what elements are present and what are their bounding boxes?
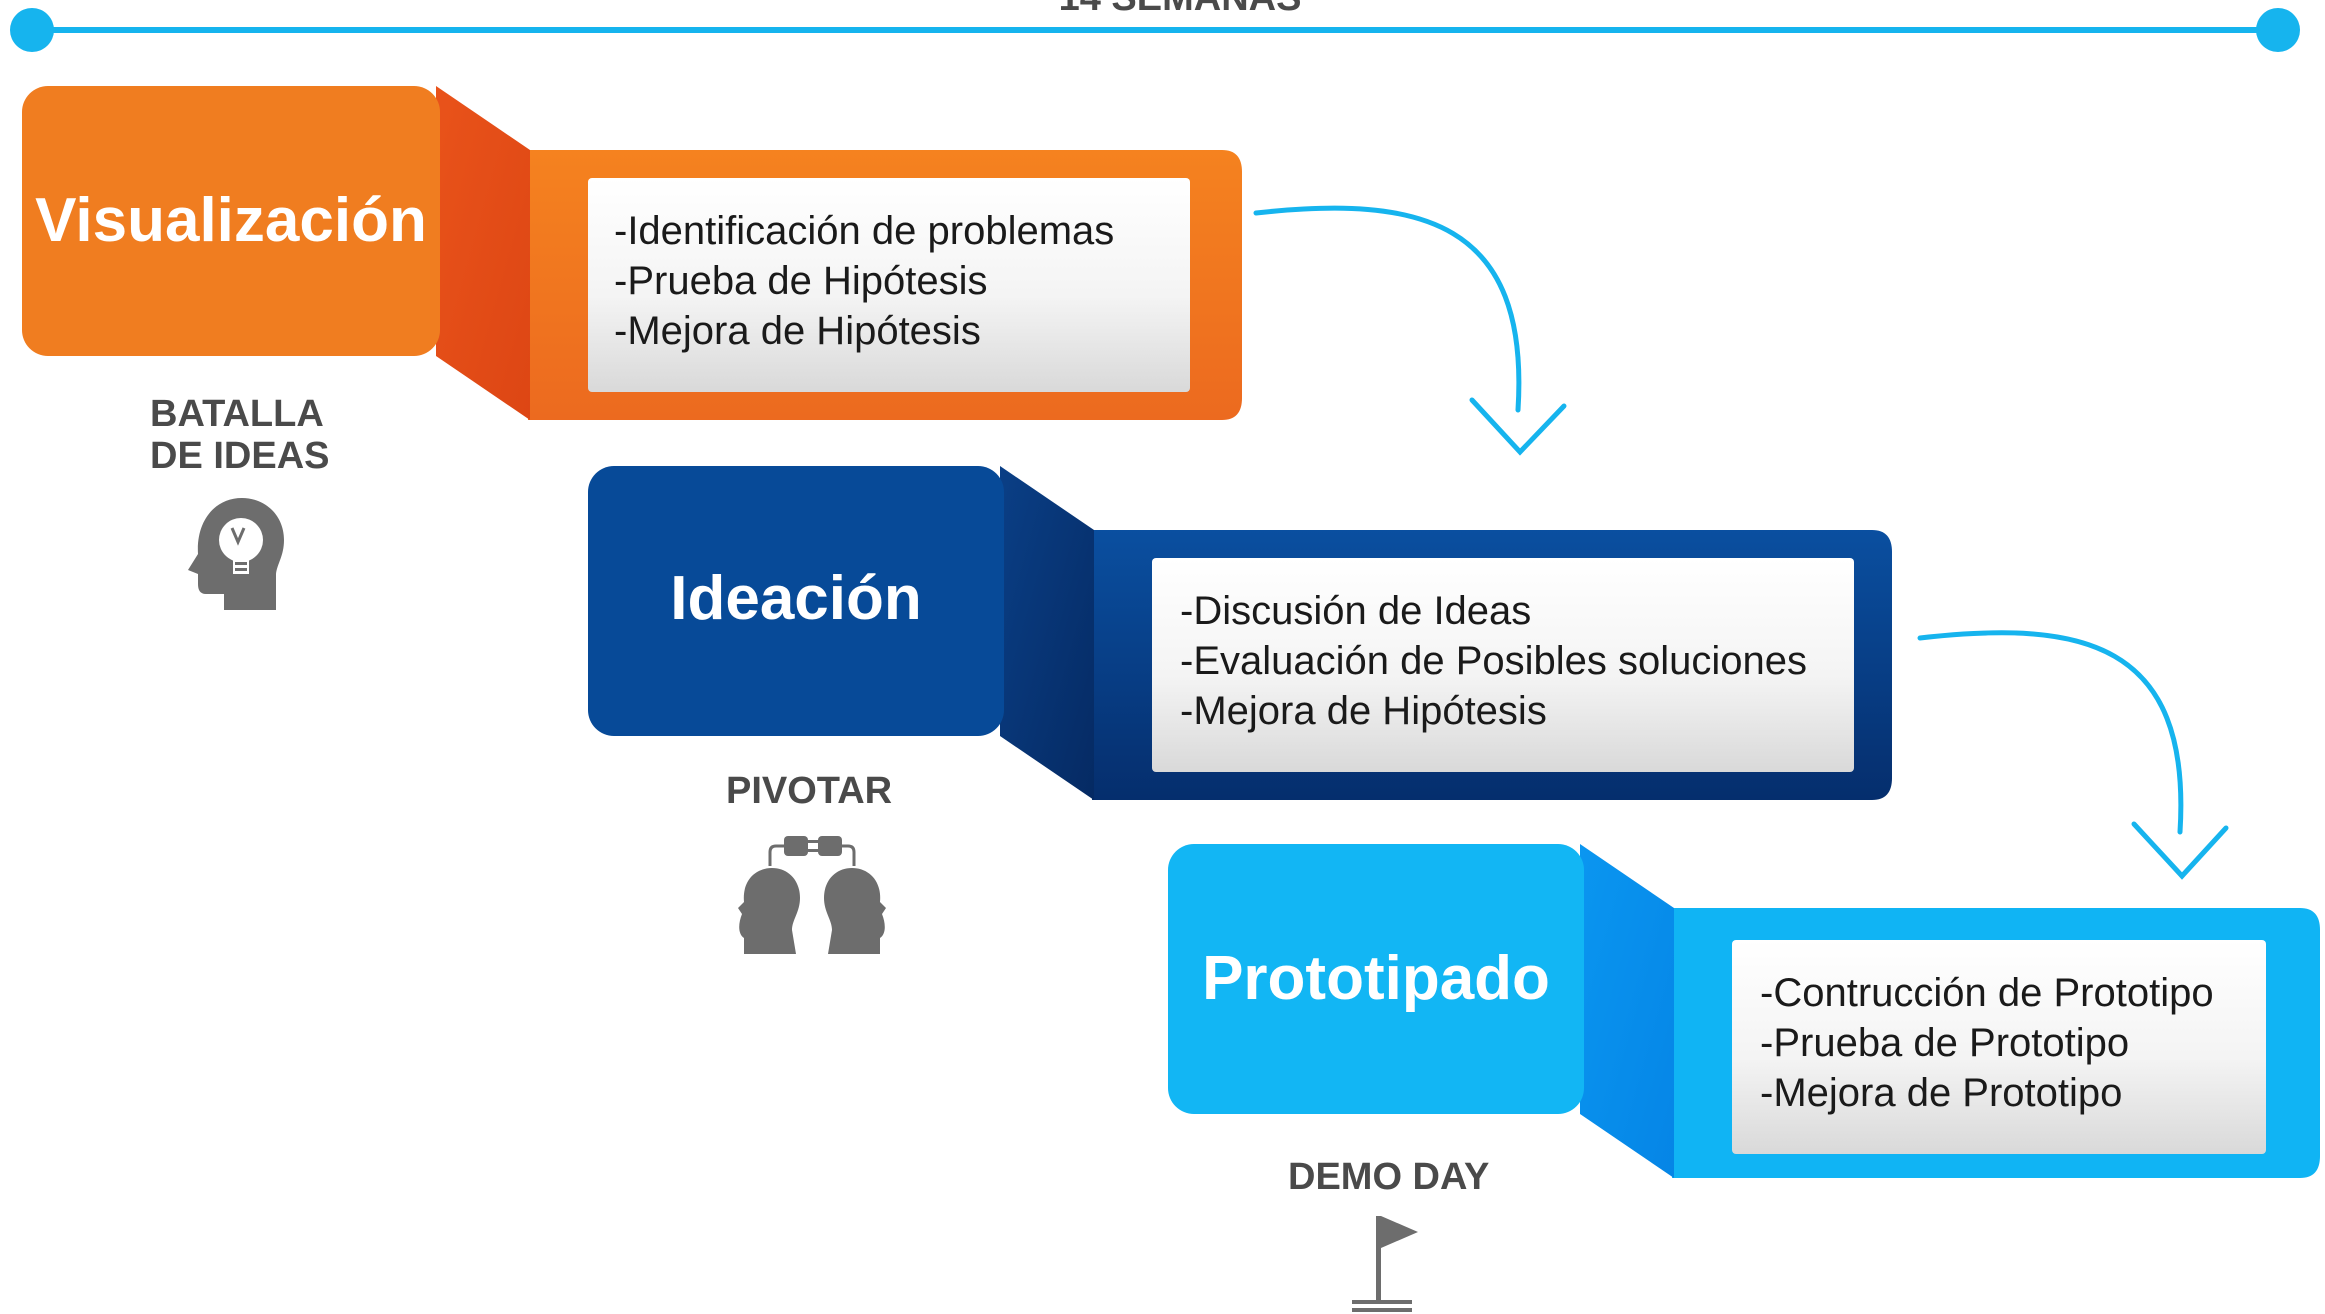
panel-item: -Mejora de Hipótesis bbox=[1180, 689, 1547, 733]
timeline-line bbox=[30, 27, 2276, 33]
timeline-start-dot bbox=[10, 8, 54, 52]
stage-panel-visualizacion: -Identificación de problemas -Prueba de … bbox=[588, 178, 1190, 392]
timeline-label: 14 SEMANAS bbox=[1000, 0, 1360, 18]
stage-panel-prototipado: -Contrucción de Prototipo -Prueba de Pro… bbox=[1732, 940, 2266, 1154]
timeline-end-dot bbox=[2256, 8, 2300, 52]
caption-demo-day: DEMO DAY bbox=[1288, 1156, 1490, 1198]
heads-plug-icon bbox=[738, 836, 886, 954]
stage-title-visualizacion: Visualización bbox=[35, 186, 427, 255]
panel-item: -Mejora de Hipótesis bbox=[614, 309, 981, 353]
flow-arrow-1 bbox=[1253, 205, 1567, 456]
panel-item: -Prueba de Prototipo bbox=[1760, 1021, 2130, 1065]
flag-icon bbox=[1352, 1216, 1418, 1312]
head-lightbulb-icon bbox=[188, 498, 284, 610]
panel-item: -Mejora de Prototipo bbox=[1760, 1071, 2123, 1115]
caption-batalla-de-ideas: BATALLA DE IDEAS bbox=[150, 393, 330, 477]
stage-panel-ideacion: -Discusión de Ideas -Evaluación de Posib… bbox=[1152, 558, 1854, 772]
stage-title-ideacion: Ideación bbox=[670, 564, 922, 633]
panel-item: -Evaluación de Posibles soluciones bbox=[1180, 639, 1808, 683]
panel-item: -Prueba de Hipótesis bbox=[614, 259, 988, 303]
flow-arrow-2 bbox=[1917, 630, 2229, 880]
panel-item: -Discusión de Ideas bbox=[1180, 589, 1532, 633]
stage-title-prototipado: Prototipado bbox=[1202, 944, 1550, 1013]
panel-item: -Identificación de problemas bbox=[614, 209, 1115, 253]
caption-pivotar: PIVOTAR bbox=[726, 770, 893, 812]
panel-item: -Contrucción de Prototipo bbox=[1760, 971, 2214, 1015]
